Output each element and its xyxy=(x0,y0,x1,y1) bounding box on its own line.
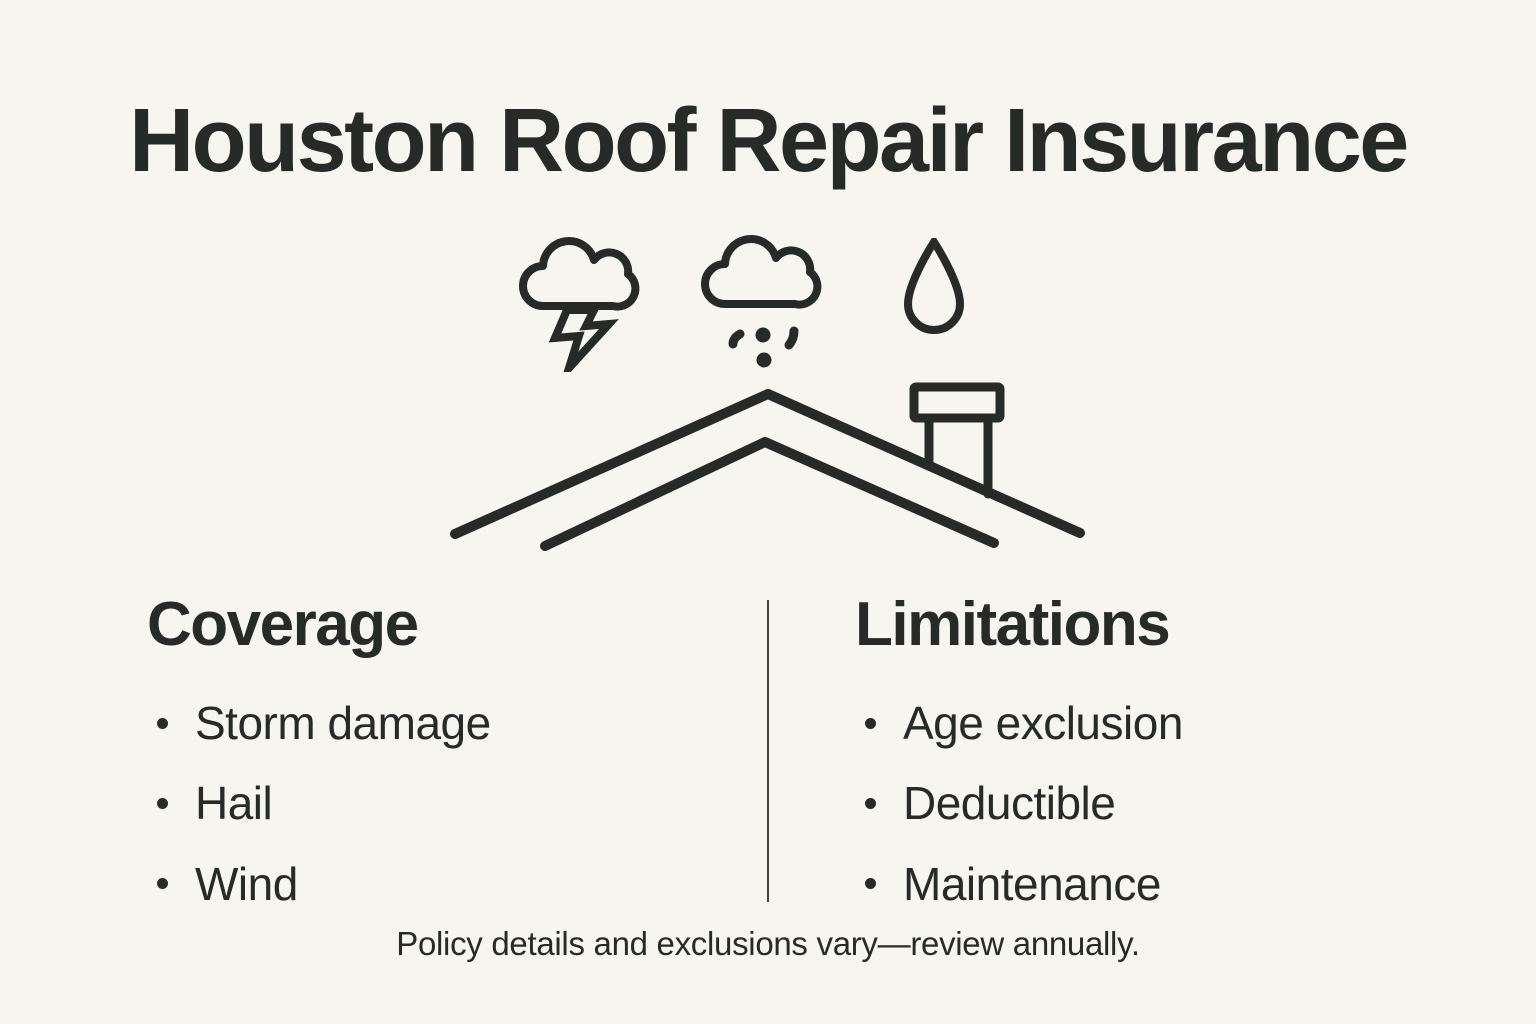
bullet-dot xyxy=(865,717,876,729)
column-divider xyxy=(767,600,769,902)
bullet-dot xyxy=(865,797,876,809)
water-drop-icon xyxy=(898,234,970,343)
coverage-section: Coverage Storm damage Hail Wind xyxy=(147,594,491,937)
list-item: Maintenance xyxy=(865,857,1183,911)
list-item-label: Age exclusion xyxy=(903,697,1183,749)
limitations-heading: Limitations xyxy=(855,590,1171,659)
bullet-dot xyxy=(157,878,168,890)
footer-note: Policy details and exclusions vary—revie… xyxy=(396,925,1140,962)
bullet-dot xyxy=(157,797,168,809)
page-title: Houston Roof Repair Insurance xyxy=(129,91,1409,191)
cloud-hail-icon xyxy=(700,228,825,375)
list-item: Storm damage xyxy=(157,696,491,750)
coverage-heading: Coverage xyxy=(147,590,419,659)
list-item-label: Storm damage xyxy=(195,697,491,749)
list-item-label: Hail xyxy=(195,777,273,830)
roof-with-chimney-icon xyxy=(440,380,1100,565)
coverage-list: Storm damage Hail Wind xyxy=(147,696,491,911)
list-item-label: Wind xyxy=(195,857,298,910)
list-item: Wind xyxy=(157,857,491,911)
list-item-label: Maintenance xyxy=(903,857,1161,910)
list-item: Deductible xyxy=(865,776,1183,830)
limitations-list: Age exclusion Deductible Maintenance xyxy=(855,696,1183,911)
list-item-label: Deductible xyxy=(903,777,1116,830)
bullet-dot xyxy=(865,878,876,890)
list-item: Age exclusion xyxy=(865,696,1183,750)
cloud-lightning-icon xyxy=(518,230,643,385)
bullet-dot xyxy=(157,717,168,729)
list-item: Hail xyxy=(157,776,491,830)
limitations-section: Limitations Age exclusion Deductible Mai… xyxy=(855,594,1183,937)
